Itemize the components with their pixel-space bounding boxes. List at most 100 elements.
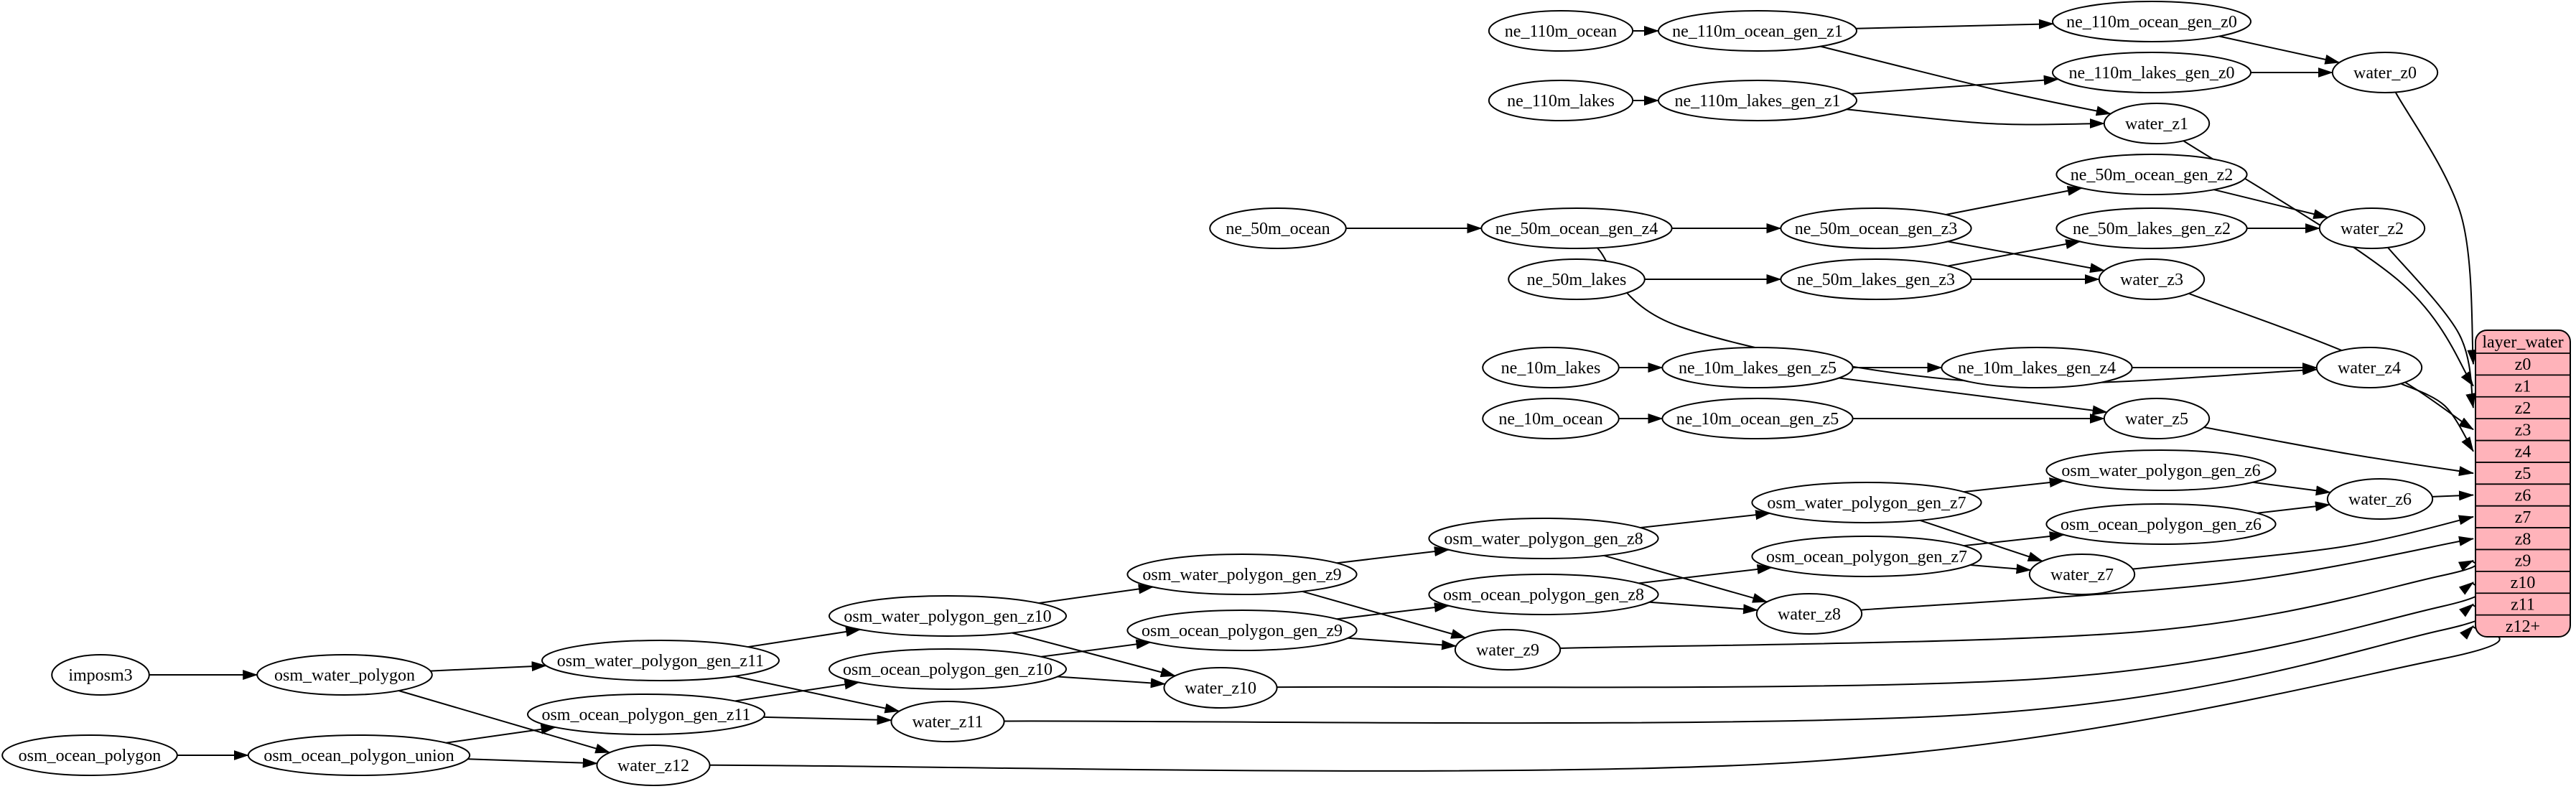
node-label-osm_ocean_polygon_gen_z7: osm_ocean_polygon_gen_z7 xyxy=(1766,548,1967,566)
node-shape-ne_10m_ocean_gen_z5 xyxy=(1661,398,1854,439)
node-shape-ne_10m_lakes xyxy=(1482,347,1620,388)
node-ne_50m_ocean_gen_z2: ne_50m_ocean_gen_z2 xyxy=(2055,154,2248,195)
edge-osm_water_polygon_gen_z10-to-osm_water_polygon_gen_z9 xyxy=(1038,584,1154,604)
node-water_z12: water_z12 xyxy=(596,744,711,786)
node-osm_water_polygon_gen_z6: osm_water_polygon_gen_z6 xyxy=(2045,449,2277,491)
node-label-ne_110m_ocean: ne_110m_ocean xyxy=(1505,22,1617,41)
node-label-water_z7: water_z7 xyxy=(2050,566,2114,584)
edge-ne_50m_ocean_gen_z3-to-ne_50m_ocean_gen_z2 xyxy=(1946,185,2083,215)
node-label-water_z8: water_z8 xyxy=(1778,605,1841,624)
node-imposm3: imposm3 xyxy=(51,654,150,696)
record-row-z9: z9 xyxy=(2515,552,2531,571)
node-label-osm_water_polygon_gen_z11: osm_water_polygon_gen_z11 xyxy=(557,652,764,671)
edge-osm_ocean_polygon_gen_z7-to-osm_ocean_polygon_gen_z6 xyxy=(1964,531,2065,547)
node-osm_ocean_polygon_gen_z10: osm_ocean_polygon_gen_z10 xyxy=(829,648,1067,690)
node-water_z5: water_z5 xyxy=(2103,398,2211,439)
node-shape-osm_water_polygon xyxy=(256,654,433,696)
node-shape-ne_110m_lakes_gen_z0 xyxy=(2052,52,2251,93)
node-shape-osm_water_polygon_gen_z8 xyxy=(1428,518,1659,559)
edge-osm_water_polygon_gen_z6-to-water_z6 xyxy=(2252,481,2331,496)
node-shape-water_z2 xyxy=(2318,207,2426,249)
node-label-osm_water_polygon_gen_z8: osm_water_polygon_gen_z8 xyxy=(1444,530,1643,548)
node-osm_ocean_polygon_gen_z11: osm_ocean_polygon_gen_z11 xyxy=(527,694,765,735)
edge-water_z2-to-layer_water-z2 xyxy=(2387,247,2476,408)
node-label-water_z1: water_z1 xyxy=(2125,115,2188,134)
node-label-osm_water_polygon_gen_z10: osm_water_polygon_gen_z10 xyxy=(844,607,1051,626)
edge-osm_water_polygon_gen_z11-to-water_z11 xyxy=(734,675,900,714)
node-ne_10m_lakes_gen_z5: ne_10m_lakes_gen_z5 xyxy=(1661,347,1854,388)
node-label-ne_110m_lakes_gen_z1: ne_110m_lakes_gen_z1 xyxy=(1674,92,1840,111)
edge-ne_50m_lakes_gen_z3-to-ne_50m_lakes_gen_z2 xyxy=(1947,239,2081,267)
record-row-z12+: z12+ xyxy=(2506,617,2540,636)
node-label-ne_10m_lakes_gen_z4: ne_10m_lakes_gen_z4 xyxy=(1958,359,2116,378)
node-water_z1: water_z1 xyxy=(2103,103,2211,144)
node-shape-imposm3 xyxy=(51,654,150,696)
edge-osm_water_polygon_gen_z10-to-water_z10 xyxy=(1012,632,1176,678)
node-shape-ne_50m_ocean_gen_z4 xyxy=(1480,207,1673,249)
node-shape-osm_ocean_polygon_gen_z7 xyxy=(1751,536,1982,577)
node-label-water_z4: water_z4 xyxy=(2338,359,2401,378)
node-shape-ne_110m_ocean_gen_z0 xyxy=(2052,1,2251,42)
edge-osm_ocean_polygon_gen_z10-to-water_z10 xyxy=(1057,676,1166,688)
node-shape-water_z8 xyxy=(1755,593,1863,635)
node-label-ne_50m_lakes_gen_z3: ne_50m_lakes_gen_z3 xyxy=(1797,271,1955,289)
node-shape-ne_50m_lakes xyxy=(1508,258,1646,300)
edge-osm_ocean_polygon_gen_z11-to-osm_ocean_polygon_gen_z10 xyxy=(734,679,860,702)
edge-osm_ocean_polygon_gen_z9-to-osm_ocean_polygon_gen_z8 xyxy=(1336,602,1450,620)
edge-osm_ocean_polygon_gen_z8-to-osm_ocean_polygon_gen_z7 xyxy=(1638,564,1773,584)
node-label-water_z6: water_z6 xyxy=(2348,490,2412,509)
node-shape-osm_water_polygon_gen_z7 xyxy=(1751,482,1982,523)
node-shape-ne_50m_lakes_gen_z3 xyxy=(1780,258,1972,300)
node-label-osm_ocean_polygon: osm_ocean_polygon xyxy=(19,747,162,765)
edge-water_z9-to-layer_water-z9 xyxy=(1559,559,2477,649)
node-shape-ne_110m_lakes_gen_z1 xyxy=(1658,80,1857,121)
node-ne_50m_lakes_gen_z2: ne_50m_lakes_gen_z2 xyxy=(2055,207,2248,249)
node-water_z4: water_z4 xyxy=(2315,347,2423,388)
edge-ne_50m_ocean_gen_z4-to-water_z4 xyxy=(1597,247,2318,385)
record-title: layer_water xyxy=(2482,333,2563,352)
edge-osm_water_polygon_gen_z8-to-water_z8 xyxy=(1603,554,1768,603)
node-shape-ne_10m_lakes_gen_z5 xyxy=(1661,347,1854,388)
node-label-ne_10m_ocean: ne_10m_ocean xyxy=(1498,410,1602,429)
node-osm_water_polygon_gen_z7: osm_water_polygon_gen_z7 xyxy=(1751,482,1982,523)
node-water_z0: water_z0 xyxy=(2331,52,2439,93)
node-shape-water_z12 xyxy=(596,744,711,786)
node-label-osm_ocean_polygon_gen_z11: osm_ocean_polygon_gen_z11 xyxy=(541,706,750,724)
node-osm_water_polygon_gen_z10: osm_water_polygon_gen_z10 xyxy=(829,595,1067,637)
node-ne_110m_ocean_gen_z0: ne_110m_ocean_gen_z0 xyxy=(2052,1,2251,42)
node-shape-osm_ocean_polygon xyxy=(1,734,178,776)
node-label-imposm3: imposm3 xyxy=(68,666,132,685)
node-ne_50m_ocean_gen_z4: ne_50m_ocean_gen_z4 xyxy=(1480,207,1673,249)
node-osm_ocean_polygon_gen_z8: osm_ocean_polygon_gen_z8 xyxy=(1428,574,1659,615)
node-shape-water_z6 xyxy=(2326,478,2434,520)
node-label-osm_water_polygon: osm_water_polygon xyxy=(274,666,415,685)
node-ne_10m_lakes: ne_10m_lakes xyxy=(1482,347,1620,388)
node-ne_10m_ocean_gen_z5: ne_10m_ocean_gen_z5 xyxy=(1661,398,1854,439)
node-label-ne_50m_ocean_gen_z2: ne_50m_ocean_gen_z2 xyxy=(2071,166,2234,185)
node-shape-ne_50m_ocean_gen_z2 xyxy=(2055,154,2248,195)
node-shape-ne_110m_lakes xyxy=(1488,80,1634,121)
node-shape-ne_50m_ocean xyxy=(1209,207,1347,249)
edge-osm_water_polygon-to-water_z12 xyxy=(398,690,611,754)
node-shape-water_z7 xyxy=(2028,554,2136,595)
edge-osm_ocean_polygon_gen_z6-to-water_z6 xyxy=(2257,501,2330,514)
node-shape-osm_ocean_polygon_union xyxy=(247,734,471,776)
node-label-osm_water_polygon_gen_z7: osm_water_polygon_gen_z7 xyxy=(1767,494,1966,513)
node-label-ne_50m_ocean_gen_z4: ne_50m_ocean_gen_z4 xyxy=(1495,220,1658,238)
node-label-ne_50m_ocean: ne_50m_ocean xyxy=(1226,220,1330,238)
node-osm_water_polygon_gen_z9: osm_water_polygon_gen_z9 xyxy=(1126,554,1358,595)
edge-osm_water_polygon_gen_z9-to-water_z9 xyxy=(1302,590,1467,639)
node-osm_ocean_polygon_gen_z6: osm_ocean_polygon_gen_z6 xyxy=(2045,503,2277,545)
node-ne_50m_lakes: ne_50m_lakes xyxy=(1508,258,1646,300)
node-shape-osm_water_polygon_gen_z9 xyxy=(1126,554,1358,595)
node-shape-ne_50m_ocean_gen_z3 xyxy=(1780,207,1972,249)
edge-osm_water_polygon_gen_z8-to-osm_water_polygon_gen_z7 xyxy=(1640,510,1771,528)
edge-ne_110m_ocean_gen_z1-to-ne_110m_ocean_gen_z0 xyxy=(1856,19,2054,29)
record-row-z3: z3 xyxy=(2515,421,2531,439)
record-row-z6: z6 xyxy=(2515,487,2531,505)
node-shape-water_z0 xyxy=(2331,52,2439,93)
record-row-z5: z5 xyxy=(2515,464,2531,483)
record-row-z0: z0 xyxy=(2515,355,2531,374)
node-water_z11: water_z11 xyxy=(890,701,1005,742)
node-shape-osm_ocean_polygon_gen_z10 xyxy=(829,648,1067,690)
